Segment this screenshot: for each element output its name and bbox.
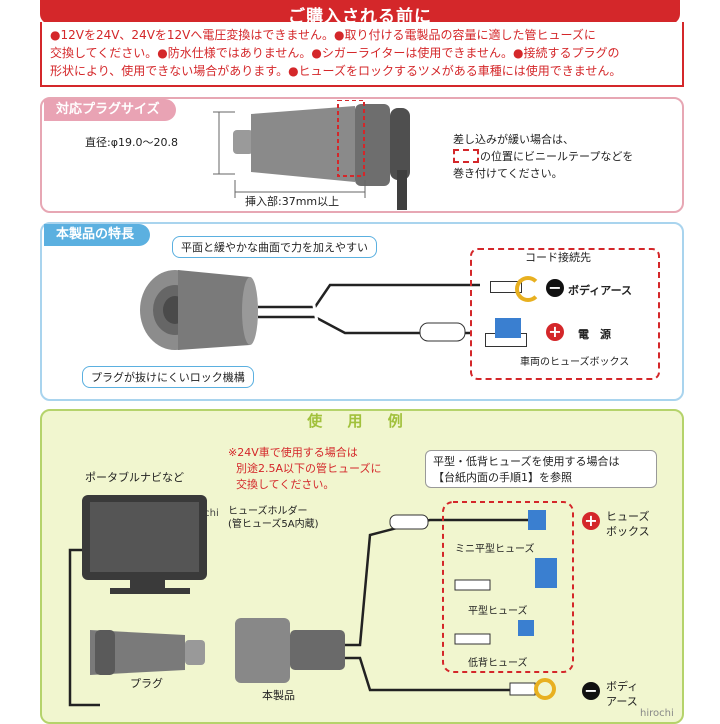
watermark: hirochi — [640, 708, 674, 719]
usage-warning-line: 別途2.5A以下の管ヒューズに — [236, 462, 382, 475]
fuse-type-label: 低背ヒューズ — [468, 658, 528, 669]
plug-size-tag: 対応プラグサイズ — [44, 99, 176, 121]
fuse-type-label: 平型ヒューズ — [468, 606, 528, 617]
fuse-box-label: ヒューズ — [606, 510, 650, 523]
warning-line: ●12Vを24V、24Vを12Vへ電圧変換はできません。●取り付ける電製品の容量… — [50, 28, 596, 42]
header-banner — [40, 0, 680, 24]
socket-diagram — [140, 270, 480, 350]
body-earth-label: ボディ — [606, 680, 639, 693]
body-earth-label: ボディアース — [568, 284, 633, 297]
fuse-note-box — [425, 450, 657, 488]
feature-callout-bottom: プラグが抜けにくいロック機構 — [82, 366, 254, 388]
plug-diagram — [213, 100, 410, 210]
note-line: 巻き付けてください。 — [453, 167, 563, 180]
mini-fuse-icon — [495, 318, 521, 338]
body-earth-label: アース — [606, 695, 638, 708]
fuse-box-label: 車両のヒューズボックス — [520, 357, 630, 368]
fuse-type-label: ミニ平型ヒューズ — [455, 544, 535, 555]
usage-tag: 使 用 例 — [307, 412, 413, 430]
minus-icon: − — [582, 682, 600, 700]
note-line: の位置にビニールテープなどを — [480, 150, 634, 163]
fuse-holder-label: (管ヒューズ5A内蔵) — [228, 519, 319, 530]
insert-length-label: 挿入部:37mm以上 — [245, 195, 340, 208]
usage-wiring-diagram — [68, 495, 574, 707]
fuse-note-line: 平型・低背ヒューズを使用する場合は — [433, 455, 620, 468]
usage-warning-line: ※24V車で使用する場合は — [228, 446, 358, 459]
cord-destination-box — [470, 248, 660, 380]
warning-box — [40, 22, 684, 87]
warning-line: 形状により、使用できない場合があります。●ヒューズをロックするツメがある車種には… — [50, 64, 622, 78]
usage-warning-line: 交換してください。 — [236, 478, 335, 491]
product-label: 本製品 — [262, 689, 295, 702]
plus-icon: + — [546, 323, 564, 341]
plug-label: プラグ — [130, 677, 163, 690]
cord-destination-title: コード接続先 — [525, 251, 591, 264]
minus-icon: − — [546, 279, 564, 297]
fuse-holder-label: ヒューズホルダー — [228, 506, 308, 517]
feature-callout-top: 平面と緩やかな曲面で力を加えやすい — [172, 236, 377, 258]
features-tag: 本製品の特長 — [44, 224, 151, 246]
diameter-label: 直径:φ19.0〜20.8 — [85, 136, 178, 149]
plus-icon: + — [582, 512, 600, 530]
note-line: 差し込みが緩い場合は、 — [453, 133, 574, 146]
ring-terminal-head-icon — [515, 276, 541, 302]
portable-navi-label: ポータブルナビなど — [85, 471, 184, 484]
fuse-note-line: 【台紙内面の手順1】を参照 — [433, 471, 572, 484]
power-label: 電 源 — [578, 328, 611, 341]
dashed-marker-icon — [453, 149, 479, 163]
fuse-box-label: ボックス — [606, 525, 650, 538]
warning-line: 交換してください。●防水仕様ではありません。●シガーライターは使用できません。●… — [50, 46, 620, 60]
